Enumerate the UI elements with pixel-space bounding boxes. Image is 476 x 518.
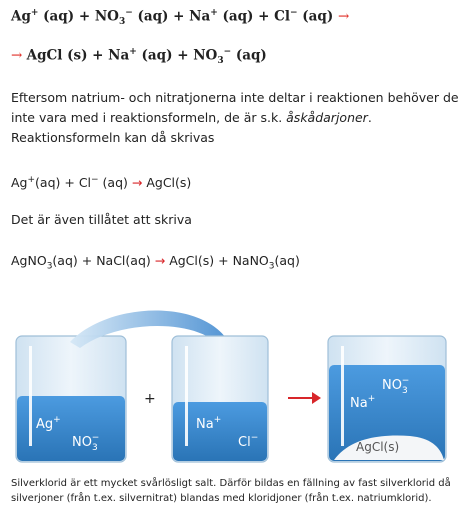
paragraph-text: . Reaktionsformeln kan då skrivas: [11, 110, 372, 145]
precipitation-illustration: Ag+ NO3− + Na+ Cl− NO3− Na+ AgCl(s): [15, 310, 447, 463]
beaker-3-ion-1: NO3−: [382, 376, 409, 396]
formula-part: Ag: [11, 175, 28, 191]
spectator-ion-paragraph: Eftersom natrium- och nitratjonerna inte…: [11, 88, 466, 148]
eq-sub: 3: [217, 56, 224, 67]
beaker-1-ion-1: Ag+: [36, 415, 61, 432]
formula-part: AgNO: [11, 253, 47, 268]
beaker-2-ion-1: Na+: [196, 415, 221, 432]
eq-charge: +: [210, 8, 218, 18]
formula-part: (aq) + Cl: [35, 175, 92, 191]
eq-part: AgCl (s) + Na: [26, 47, 130, 64]
eq-part: (aq) + Cl: [217, 8, 291, 25]
formula-part: (aq) + NaCl(aq): [52, 253, 155, 268]
beaker-1-ion-2: NO3−: [72, 433, 99, 453]
eq-part: (aq) + NO: [38, 8, 119, 25]
formula-sub: 3: [46, 261, 53, 272]
plus-sign: +: [144, 391, 156, 407]
beaker-2-ion-2: Cl−: [238, 433, 258, 450]
reaction-arrow: [288, 392, 321, 404]
formula-part: (aq): [274, 253, 300, 268]
eq-arrow-left: →: [11, 47, 27, 64]
short-formula: Ag+(aq) + Cl− (aq) → AgCl(s): [11, 170, 466, 193]
eq-part: (aq) + Na: [132, 8, 211, 25]
eq-ag-charge: +: [30, 8, 39, 18]
eq-charge: −: [125, 8, 133, 18]
formula-charge: +: [27, 175, 36, 185]
eq-part: (aq) + NO: [136, 47, 218, 64]
eq-part: (aq): [231, 47, 267, 64]
eq-ag: Ag: [11, 8, 31, 25]
paragraph-text: Eftersom natrium- och nitratjonerna inte…: [11, 90, 459, 125]
equation-line-1: Ag+ (aq) + NO3− (aq) + Na+ (aq) + Cl− (a…: [11, 8, 349, 27]
eq-charge: −: [223, 47, 232, 57]
beaker-3-ion-2: Na+: [350, 394, 375, 411]
formula-arrow: →: [154, 253, 166, 268]
formula-charge: −: [91, 175, 99, 185]
formula-arrow: →: [131, 175, 143, 191]
formula-part: AgCl(s): [142, 175, 192, 191]
beaker-2: Na+ Cl−: [171, 335, 269, 463]
beaker-1: Ag+ NO3−: [15, 335, 127, 463]
formula-part: (aq): [98, 175, 132, 191]
allowed-text: Det är även tillåtet att skriva: [11, 212, 192, 227]
full-formula: AgNO3(aq) + NaCl(aq) → AgCl(s) + NaNO3(a…: [11, 251, 466, 277]
eq-arrow-right: →: [337, 8, 350, 25]
figure-caption: Silverklorid är ett mycket svårlösligt s…: [11, 478, 451, 504]
precipitate-label: AgCl(s): [356, 440, 399, 454]
pour-arrow: [70, 310, 240, 368]
paragraph-emphasis: åskådarjoner: [286, 110, 368, 125]
beaker-3: NO3− Na+ AgCl(s): [327, 335, 447, 463]
precipitate-shape: [334, 435, 444, 460]
formula-part: AgCl(s) + NaNO: [165, 253, 269, 268]
eq-charge: +: [129, 47, 137, 57]
eq-charge: −: [290, 8, 298, 18]
eq-sub: 3: [118, 17, 126, 28]
formula-sub: 3: [268, 261, 275, 272]
equation-line-2: → AgCl (s) + Na+ (aq) + NO3− (aq): [11, 47, 267, 66]
eq-part: (aq): [297, 8, 338, 25]
